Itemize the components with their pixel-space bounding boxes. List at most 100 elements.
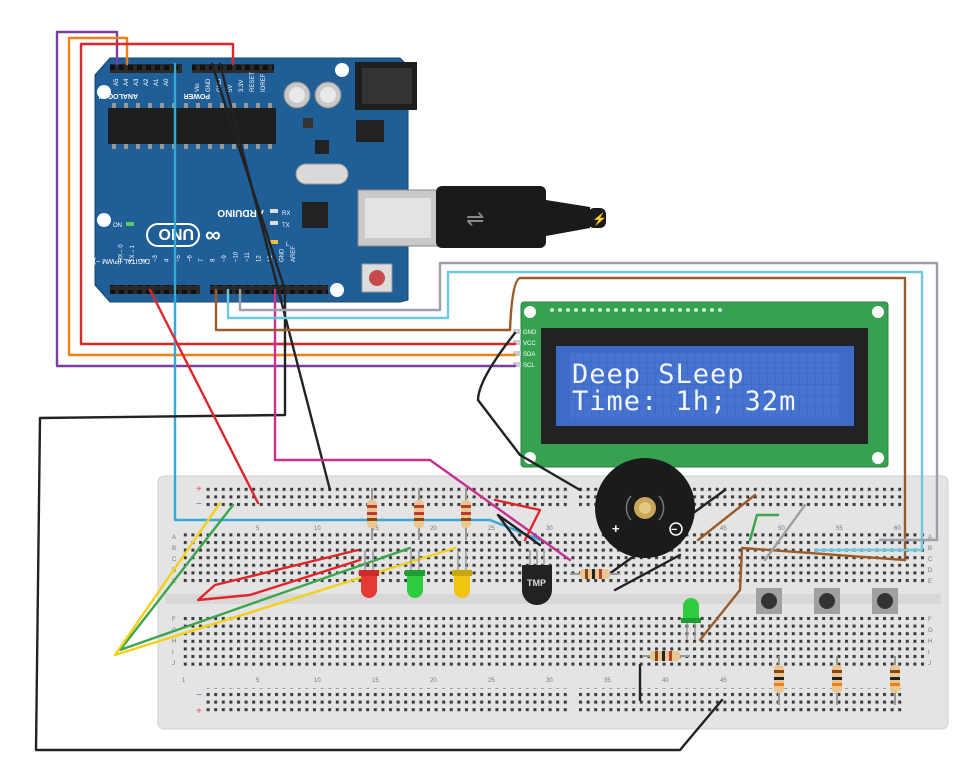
digital-pin-label: ~9 (222, 254, 228, 262)
top-power-rail-left[interactable] (205, 485, 570, 509)
push-button[interactable] (814, 588, 840, 614)
wire-black-bb[interactable] (613, 553, 682, 592)
column-number: 60 (894, 526, 901, 532)
mounting-hole (335, 63, 349, 77)
resistor[interactable] (414, 488, 424, 540)
row-letter: C (928, 557, 933, 563)
microcontroller-chip (108, 108, 276, 144)
wires[interactable] (34, 30, 939, 752)
push-button[interactable] (872, 588, 898, 614)
center-channel (165, 594, 941, 604)
row-letter: H (928, 639, 932, 645)
temperature-sensor[interactable]: TMP (522, 550, 552, 605)
power-pin-label: IOREF (261, 73, 267, 92)
resistor[interactable] (642, 651, 690, 661)
analog-pin-label: A3 (134, 78, 140, 86)
crystal-oscillator (295, 163, 349, 185)
terminal-rows-f-j[interactable] (180, 613, 925, 666)
wire-green-led[interactable] (118, 503, 412, 652)
column-number: 40 (662, 678, 669, 684)
buzzer-minus: − (671, 524, 677, 536)
wire-sda-orange[interactable] (67, 36, 517, 357)
arduino-brand-label: ARDUINO (217, 207, 264, 218)
tx-label: TX (282, 223, 290, 229)
digital-pin-label: 2 (142, 258, 148, 262)
row-letter: D (172, 568, 177, 574)
analog-pin-label: A0 (164, 78, 170, 86)
wire-magenta-buzzer[interactable] (273, 288, 572, 562)
digital-pin-label: GND (280, 248, 286, 262)
power-pin-label: RESET (250, 72, 256, 92)
digital-pin-label: AREF (291, 246, 297, 262)
wire-gnd-black-rail[interactable] (218, 62, 332, 492)
column-number: 1 (182, 678, 186, 684)
wire-red-bb[interactable] (196, 548, 362, 602)
column-number: 15 (372, 526, 379, 532)
wire-cyan-sensor[interactable] (173, 62, 542, 542)
digital-header-high[interactable] (210, 285, 328, 294)
wire-lcd-gnd-black[interactable] (476, 331, 582, 492)
resistor[interactable] (461, 488, 471, 540)
terminal-rows-a-e[interactable] (180, 532, 925, 585)
led-red[interactable] (359, 550, 379, 598)
resistor[interactable] (890, 656, 900, 705)
digital-header-low[interactable] (110, 285, 200, 294)
wire-scl-purple[interactable] (55, 30, 517, 368)
resistor[interactable] (570, 569, 620, 579)
lcd-line-1: Deep SLeep (572, 359, 745, 390)
power-pin-label: 3.3V (239, 80, 245, 92)
resistor[interactable] (774, 656, 784, 705)
wire-gray-bb[interactable] (763, 503, 807, 562)
digital-pin-label: 7 (199, 258, 205, 262)
led-yellow[interactable] (452, 550, 472, 598)
wire-yellow-led[interactable] (113, 501, 457, 657)
wire-brown-button[interactable] (214, 276, 907, 562)
row-letter: D (928, 568, 933, 574)
wire-gray-button[interactable] (238, 261, 939, 542)
column-number: 10 (314, 678, 321, 684)
led-green[interactable] (405, 550, 425, 598)
resistor[interactable] (832, 656, 842, 705)
row-letter: C (172, 557, 177, 563)
rx-label: RX (282, 211, 290, 217)
lcd-pin-label: SCL (523, 363, 535, 369)
column-number: 55 (836, 526, 843, 532)
mounting-hole (330, 283, 344, 297)
power-header[interactable] (192, 64, 274, 73)
wire-green-button[interactable] (748, 513, 780, 542)
row-letter: J (172, 661, 175, 667)
wire-gnd-black-loop[interactable] (34, 62, 724, 752)
rail-plus-bottom: + (196, 706, 202, 717)
digital-pin-label: 12 (257, 255, 263, 262)
row-letter: I (172, 650, 174, 656)
row-letter: F (928, 617, 932, 623)
wire-brown-bb[interactable] (696, 493, 757, 542)
wire-lightblue-button[interactable] (226, 270, 924, 552)
voltage-regulator (356, 120, 384, 142)
tmp-label: TMP (527, 578, 546, 588)
piezo-buzzer[interactable]: + − (595, 458, 695, 558)
lcd-pin-label: VCC (523, 341, 536, 347)
bottom-power-rail-left[interactable] (205, 688, 570, 712)
wire-brown-bb-2[interactable] (698, 546, 907, 642)
resistor[interactable] (367, 488, 377, 540)
wire-black-bb-4[interactable] (496, 513, 542, 547)
analog-in-label: ANALOG IN (99, 92, 138, 99)
analog-header[interactable] (110, 64, 182, 73)
buzzer-plus: + (612, 521, 620, 536)
wire-red-led[interactable] (148, 288, 260, 505)
row-letter: B (928, 546, 932, 552)
column-number: 25 (488, 678, 495, 684)
wire-vcc-red[interactable] (79, 42, 517, 346)
led-green-2[interactable] (681, 598, 701, 640)
usb-cable-plug[interactable] (436, 186, 546, 248)
components[interactable]: TMP + − (359, 458, 900, 705)
digital-pin-label: RX←0 (119, 244, 125, 262)
push-button[interactable] (756, 588, 782, 614)
wire-red-bb-2[interactable] (493, 498, 542, 542)
bottom-power-rail-right[interactable] (575, 688, 905, 712)
